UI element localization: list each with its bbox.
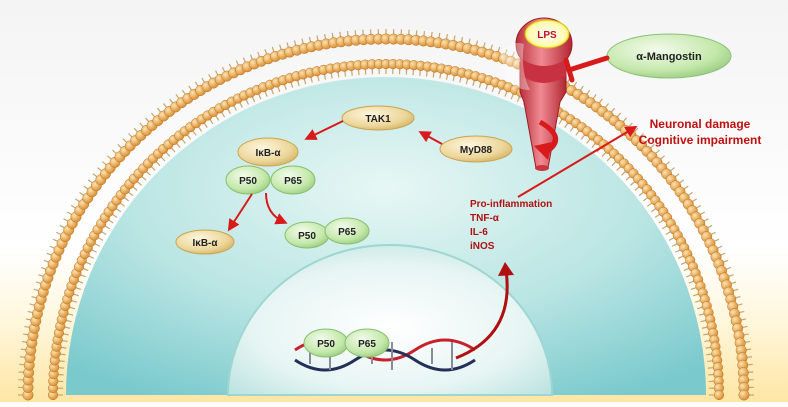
- p65-free-label: P65: [338, 227, 356, 238]
- mangostin-label: α-Mangostin: [636, 51, 702, 63]
- lipid-head: [739, 390, 749, 400]
- ikba-complex-label: IκB-α: [255, 148, 281, 159]
- mediator-item: iNOS: [470, 241, 495, 252]
- outcome-cognitive-impairment: Cognitive impairment: [639, 133, 762, 147]
- p65-dna-label: P65: [358, 339, 376, 350]
- p50-free-label: P50: [298, 231, 316, 242]
- p50-complex-label: P50: [239, 176, 257, 187]
- p50-dna-label: P50: [317, 339, 335, 350]
- p65-complex-label: P65: [284, 176, 302, 187]
- outcome-neuronal-damage: Neuronal damage: [650, 117, 751, 131]
- mediator-item: IL-6: [470, 227, 488, 238]
- mediator-item: Pro-inflammation: [470, 199, 552, 210]
- lipid-head: [714, 390, 724, 400]
- mediator-item: TNF-α: [470, 213, 500, 224]
- free-ikba-label: IκB-α: [192, 238, 218, 249]
- tak1-label: TAK1: [365, 114, 391, 125]
- lps-label: LPS: [537, 30, 557, 41]
- myd88-label: MyD88: [460, 145, 493, 156]
